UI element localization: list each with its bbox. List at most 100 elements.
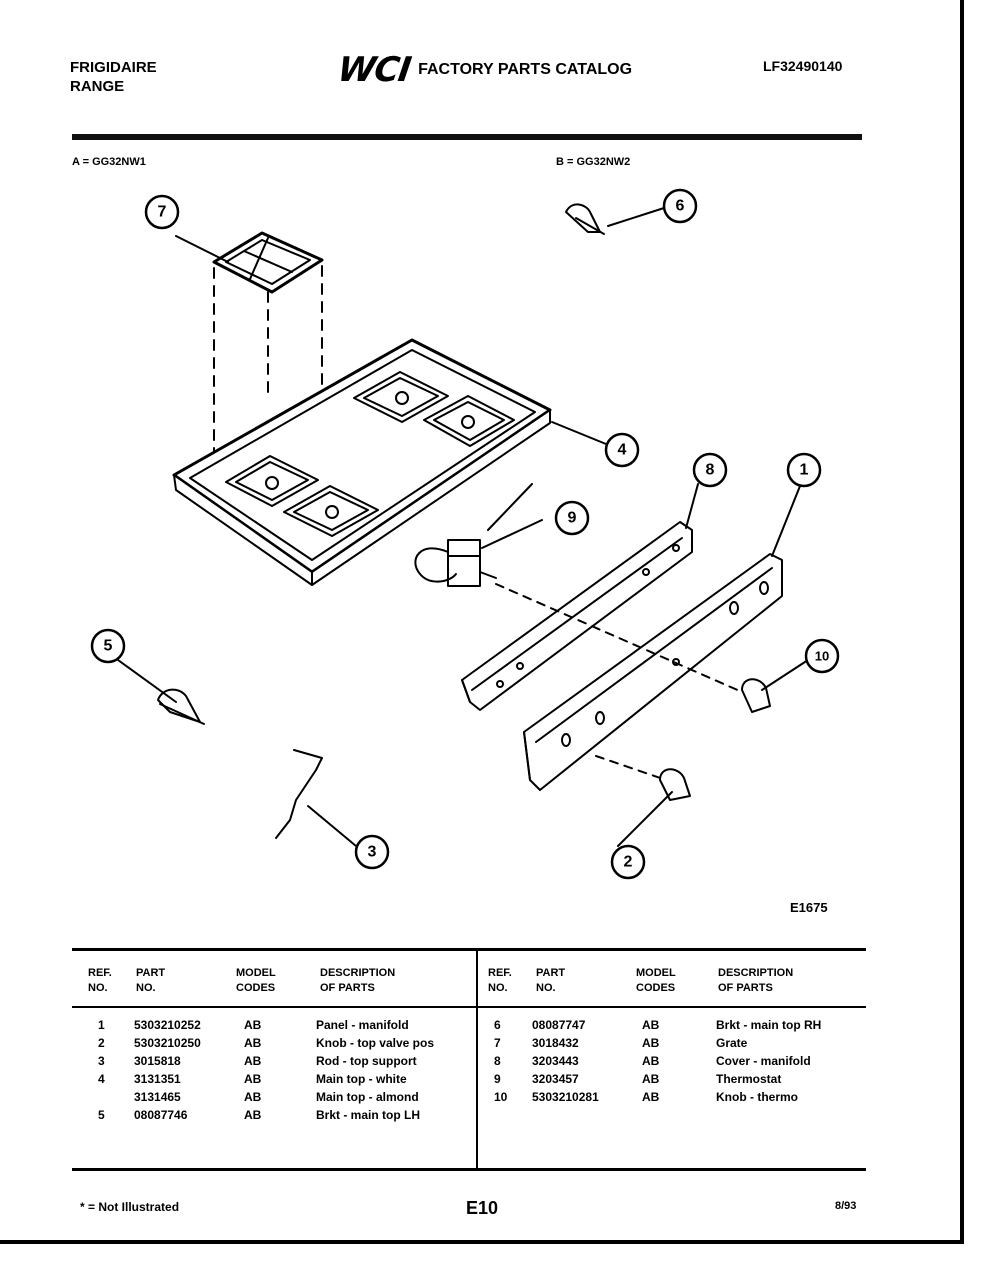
callout-circle-1 [786, 452, 822, 488]
table-cell: 7 [494, 1036, 501, 1050]
valve-knob-part [659, 768, 691, 801]
thermostat-part [414, 483, 533, 587]
header-model-right: MODEL CODES [636, 967, 676, 994]
header-desc-left: DESCRIPTION OF PARTS [320, 967, 396, 994]
callout-7: 7 [158, 204, 167, 221]
callout-2: 2 [624, 854, 633, 871]
table-cell: 3131351 [134, 1072, 181, 1086]
table-cell: AB [642, 1072, 660, 1086]
callout-circle-8 [692, 452, 728, 488]
table-cell: 9 [494, 1072, 501, 1086]
table-cell [98, 1088, 105, 1106]
table-cell: 10 [494, 1090, 508, 1104]
model-a: A = GG32NW1 [72, 156, 146, 168]
table-cell: 5303210252 [134, 1018, 201, 1032]
table-cell: AB [244, 1108, 262, 1122]
table-cell: Brkt - main top LH [316, 1108, 420, 1122]
table-cell: Knob - top valve pos [316, 1036, 435, 1050]
figure-number: E1675 [790, 900, 828, 915]
table-cell: 08087747 [532, 1018, 586, 1032]
catalog-number: LF32490140 [763, 58, 843, 74]
table-cell: AB [244, 1090, 262, 1104]
table-cell: 3015818 [134, 1054, 181, 1068]
callout-3: 3 [368, 844, 377, 861]
grate-part [212, 231, 324, 294]
table-cell: Brkt - main top RH [716, 1018, 822, 1032]
header-ref-right: REF. NO. [488, 967, 512, 994]
header-part-left: PART NO. [136, 967, 166, 994]
table-cell: Main top - almond [316, 1090, 419, 1104]
table-cell: 5 [98, 1108, 105, 1122]
page-number: E10 [466, 1198, 499, 1218]
desc-column-left: Panel - manifold Knob - top valve pos Ro… [316, 1016, 434, 1124]
table-cell: 6 [494, 1018, 501, 1032]
table-cell: AB [244, 1018, 262, 1032]
table-cell: Main top - white [316, 1072, 407, 1086]
table-cell: 1 [98, 1018, 105, 1032]
footnote: * = Not Illustrated [80, 1200, 180, 1214]
ref-column-right: 6 7 8 9 10 [494, 1016, 507, 1106]
ref-column-left: 1 2 3 4 5 [98, 1016, 105, 1124]
manifold-panel-part [523, 553, 783, 791]
table-cell: Rod - top support [316, 1054, 417, 1068]
header-rule [72, 134, 862, 140]
table-header-rule [72, 1006, 866, 1008]
table-top-rule [72, 948, 866, 951]
desc-column-right: Brkt - main top RH Grate Cover - manifol… [716, 1016, 821, 1106]
table-cell: Grate [716, 1036, 748, 1050]
callout-circle-6 [662, 188, 698, 224]
callout-circle-2 [610, 844, 646, 880]
wci-logo: WCI [335, 50, 413, 90]
callout-9: 9 [568, 510, 577, 527]
brand-name: FRIGIDAIRE [70, 59, 157, 76]
callout-circle-5 [90, 628, 126, 664]
table-cell: AB [642, 1054, 660, 1068]
callout-8: 8 [706, 462, 715, 479]
thermo-knob-part [741, 678, 771, 713]
table-cell: 2 [98, 1036, 105, 1050]
callout-1: 1 [800, 462, 809, 479]
table-cell: 3 [98, 1054, 105, 1068]
table-cell: 3203457 [532, 1072, 579, 1086]
header-desc-right: DESCRIPTION OF PARTS [718, 967, 794, 994]
bracket-rh-part [565, 203, 605, 235]
part-column-right: 08087747 3018432 3203443 3203457 5303210… [532, 1016, 599, 1106]
header-part-right: PART NO. [536, 967, 566, 994]
table-cell: Panel - manifold [316, 1018, 409, 1032]
table-cell: AB [642, 1090, 660, 1104]
callout-4: 4 [618, 442, 627, 459]
callout-10: 10 [815, 649, 829, 664]
page-frame [0, 0, 964, 1244]
header-model-left: MODEL CODES [236, 967, 276, 994]
model-b: B = GG32NW2 [556, 156, 631, 168]
table-cell: 5303210281 [532, 1090, 599, 1104]
revision-date: 8/93 [835, 1200, 857, 1212]
table-cell: AB [642, 1036, 660, 1050]
table-cell: Thermostat [716, 1072, 782, 1086]
table-cell: 3203443 [532, 1054, 579, 1068]
callout-circle-4 [604, 432, 640, 468]
support-rod-part [275, 749, 323, 839]
model-column-left: AB AB AB AB AB AB [244, 1016, 261, 1124]
part-column-left: 5303210252 5303210250 3015818 3131351 31… [134, 1016, 201, 1124]
table-cell: Cover - manifold [716, 1054, 811, 1068]
callout-circle-7 [144, 194, 180, 230]
main-top-part [172, 338, 552, 586]
table-cell: 3131465 [134, 1090, 181, 1104]
table-cell: AB [244, 1054, 262, 1068]
table-divider [476, 948, 478, 1170]
table-cell: 4 [98, 1072, 105, 1086]
table-cell: AB [244, 1072, 262, 1086]
callout-circle-3 [354, 834, 390, 870]
table-cell: 5303210250 [134, 1036, 201, 1050]
exploded-parts-diagram: 7 6 4 8 1 9 5 10 3 2 [90, 188, 840, 880]
table-cell: 3018432 [532, 1036, 579, 1050]
table-cell: Knob - thermo [716, 1090, 798, 1104]
product-type: RANGE [70, 78, 125, 95]
model-column-right: AB AB AB AB AB [642, 1016, 659, 1106]
table-bottom-rule [72, 1168, 866, 1171]
manifold-cover-part [461, 521, 693, 711]
catalog-heading: WCI FACTORY PARTS CATALOG [335, 50, 632, 90]
table-cell: 08087746 [134, 1108, 188, 1122]
callout-5: 5 [104, 638, 113, 655]
